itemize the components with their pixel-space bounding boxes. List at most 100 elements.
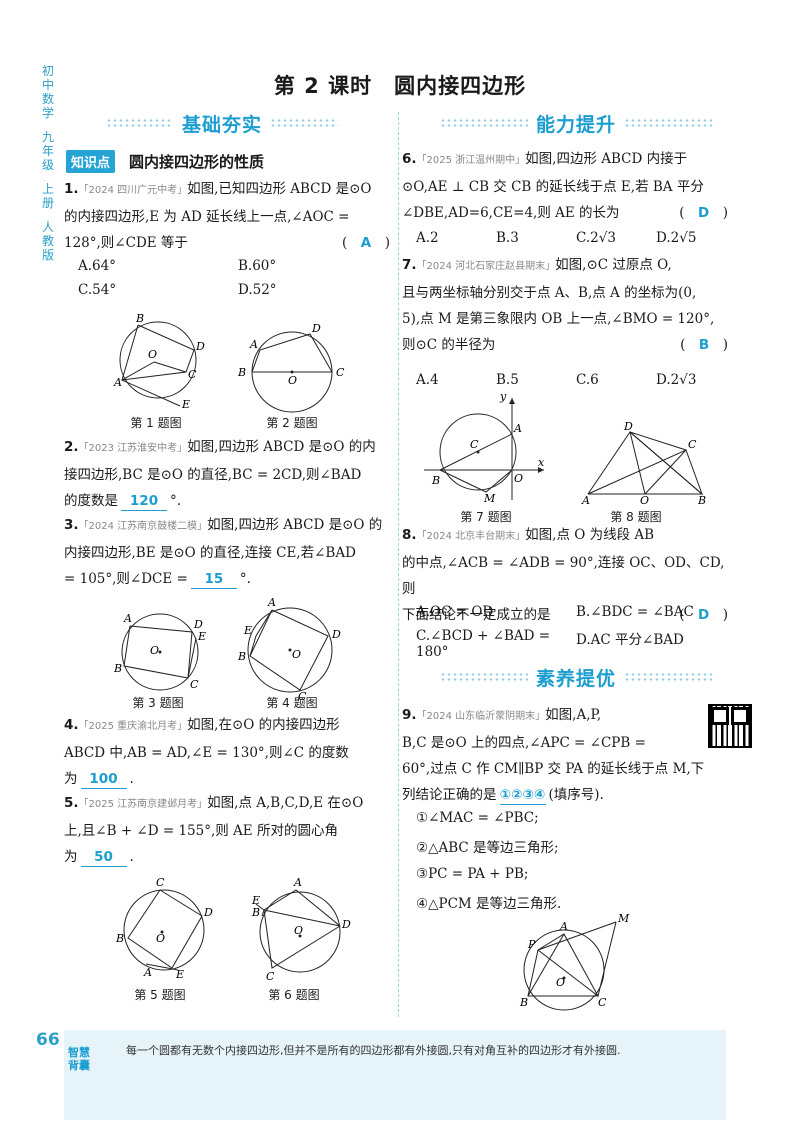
side-book-label: 初中数学 九年级 上册 人教版: [41, 64, 54, 262]
question-5: 5.「2025 江苏南京建邺月考」如图,点 A,B,C,D,E 在⊙O 上,且∠…: [64, 795, 364, 867]
svg-text:B: B: [135, 312, 144, 325]
svg-text:C: C: [298, 690, 307, 703]
answer-9: ①②③④: [499, 787, 546, 805]
svg-text:E: E: [251, 894, 260, 907]
svg-text:y: y: [499, 390, 507, 403]
answer-7: B: [698, 337, 710, 353]
hint-box: 每一个圆都有无数个内接四边形,但并不是所有的四边形都有外接圆,只有对角互补的四边…: [64, 1030, 726, 1120]
answer-4: 100: [80, 770, 127, 789]
svg-text:A: A: [581, 494, 590, 507]
figure-5: C D B A E O: [115, 876, 213, 981]
svg-text:C: C: [336, 366, 345, 379]
section-header-ability: 能力提升: [440, 110, 713, 136]
svg-text:O: O: [156, 932, 165, 945]
svg-text:B: B: [237, 366, 246, 379]
caption-3: 第 3 题图: [132, 696, 184, 710]
svg-text:O: O: [292, 648, 301, 661]
svg-text:D: D: [623, 420, 633, 433]
svg-text:C: C: [470, 438, 479, 451]
svg-text:E: E: [175, 968, 184, 981]
question-7: 7.「2024 河北石家庄赵县期末」如图,⊙C 过原点 O, 且与两坐标轴分别交…: [402, 257, 728, 353]
knowledge-point-tag: 知识点: [66, 150, 116, 173]
question-9: 9.「2024 山东临沂蒙阴期末」如图,A,P, B,C 是⊙O 上的四点,∠A…: [402, 707, 705, 805]
svg-text:D: D: [311, 322, 321, 335]
figure-3: A DE C B O: [113, 612, 206, 691]
svg-text:O: O: [640, 494, 649, 507]
svg-text:A: A: [113, 376, 122, 389]
caption-7: 第 7 题图: [460, 510, 512, 524]
svg-text:C: C: [688, 438, 697, 451]
caption-4: 第 4 题图: [266, 696, 318, 710]
svg-text:C: C: [190, 678, 199, 691]
caption-2: 第 2 题图: [266, 416, 318, 430]
svg-text:A: A: [293, 876, 302, 889]
answer-8: D: [698, 607, 710, 623]
svg-text:x: x: [538, 456, 545, 469]
wisdom-label: 智慧背囊: [68, 1046, 90, 1072]
svg-text:M: M: [617, 912, 630, 925]
svg-text:O: O: [288, 374, 297, 387]
figure-6: EB A D C O: [251, 876, 351, 983]
svg-text:D: D: [203, 906, 213, 919]
caption-5: 第 5 题图: [134, 988, 186, 1002]
svg-text:E: E: [181, 398, 190, 411]
svg-text:M: M: [483, 492, 496, 505]
svg-text:O: O: [294, 924, 303, 937]
question-1: 1.「2024 四川广元中考」如图,已知四边形 ABCD 是⊙O 的内接四边形,…: [64, 181, 390, 251]
knowledge-point-label: 圆内接四边形的性质: [129, 153, 265, 171]
svg-text:D: D: [193, 618, 203, 631]
section-header-basic: 基础夯实: [106, 110, 339, 136]
caption-6: 第 6 题图: [268, 988, 320, 1002]
caption-1: 第 1 题图: [130, 416, 182, 430]
svg-text:A: A: [513, 422, 522, 435]
figure-4: A D C BE O: [237, 596, 341, 703]
qr-code-icon[interactable]: [708, 704, 752, 748]
question-4: 4.「2025 重庆渝北月考」如图,在⊙O 的内接四边形 ABCD 中,AB =…: [64, 717, 349, 789]
page-title: 第 2 课时 圆内接四边形: [273, 74, 527, 98]
page-number: 66: [36, 1030, 60, 1050]
svg-text:D: D: [331, 628, 341, 641]
figure-2: B A D C O: [237, 322, 345, 413]
svg-text:O: O: [148, 348, 157, 361]
svg-text:P: P: [527, 938, 536, 951]
knowledge-point: 知识点 圆内接四边形的性质: [66, 150, 264, 173]
svg-text:O: O: [150, 644, 159, 657]
hint-text: 每一个圆都有无数个内接四边形,但并不是所有的四边形都有外接圆,只有对角互补的四边…: [126, 1044, 621, 1057]
svg-text:O: O: [556, 976, 565, 989]
svg-text:A: A: [143, 966, 152, 979]
svg-text:C: C: [156, 876, 165, 889]
answer-5: 50: [80, 848, 127, 867]
options-1: A.64°B.60° C.54°D.52°: [78, 258, 277, 298]
svg-text:C: C: [188, 368, 197, 381]
svg-text:B: B: [237, 650, 246, 663]
svg-text:B: B: [113, 662, 122, 675]
svg-text:C: C: [266, 970, 275, 983]
svg-text:D: D: [341, 918, 351, 931]
question-8: 8.「2024 北京丰台期末」如图,点 O 为线段 AB 的中点,∠ACB = …: [402, 527, 728, 623]
svg-text:E: E: [197, 630, 206, 643]
svg-text:O: O: [514, 472, 523, 485]
svg-text:A: A: [559, 920, 568, 933]
svg-text:E: E: [243, 624, 252, 637]
svg-text:B: B: [519, 996, 528, 1009]
answer-1: A: [360, 235, 372, 251]
statements-9: ①∠MAC = ∠PBC; ②△ABC 是等边三角形; ③PC = PA + P…: [416, 810, 562, 912]
section-header-literacy: 素养提优: [440, 664, 713, 690]
answer-6: D: [698, 205, 710, 221]
svg-text:A: A: [249, 338, 258, 351]
svg-text:B: B: [115, 932, 124, 945]
svg-text:A: A: [123, 612, 132, 625]
question-6: 6.「2025 浙江温州期中」如图,四边形 ABCD 内接于 ⊙O,AE ⊥ C…: [402, 151, 728, 221]
question-3: 3.「2024 江苏南京鼓楼二模」如图,四边形 ABCD 是⊙O 的 内接四边形…: [64, 517, 383, 589]
svg-text:B: B: [697, 494, 706, 507]
svg-text:B: B: [251, 906, 260, 919]
column-divider: [398, 112, 399, 1017]
answer-3: 15: [190, 570, 237, 589]
figure-8: A B D C O: [581, 420, 706, 507]
svg-text:A: A: [267, 596, 276, 609]
